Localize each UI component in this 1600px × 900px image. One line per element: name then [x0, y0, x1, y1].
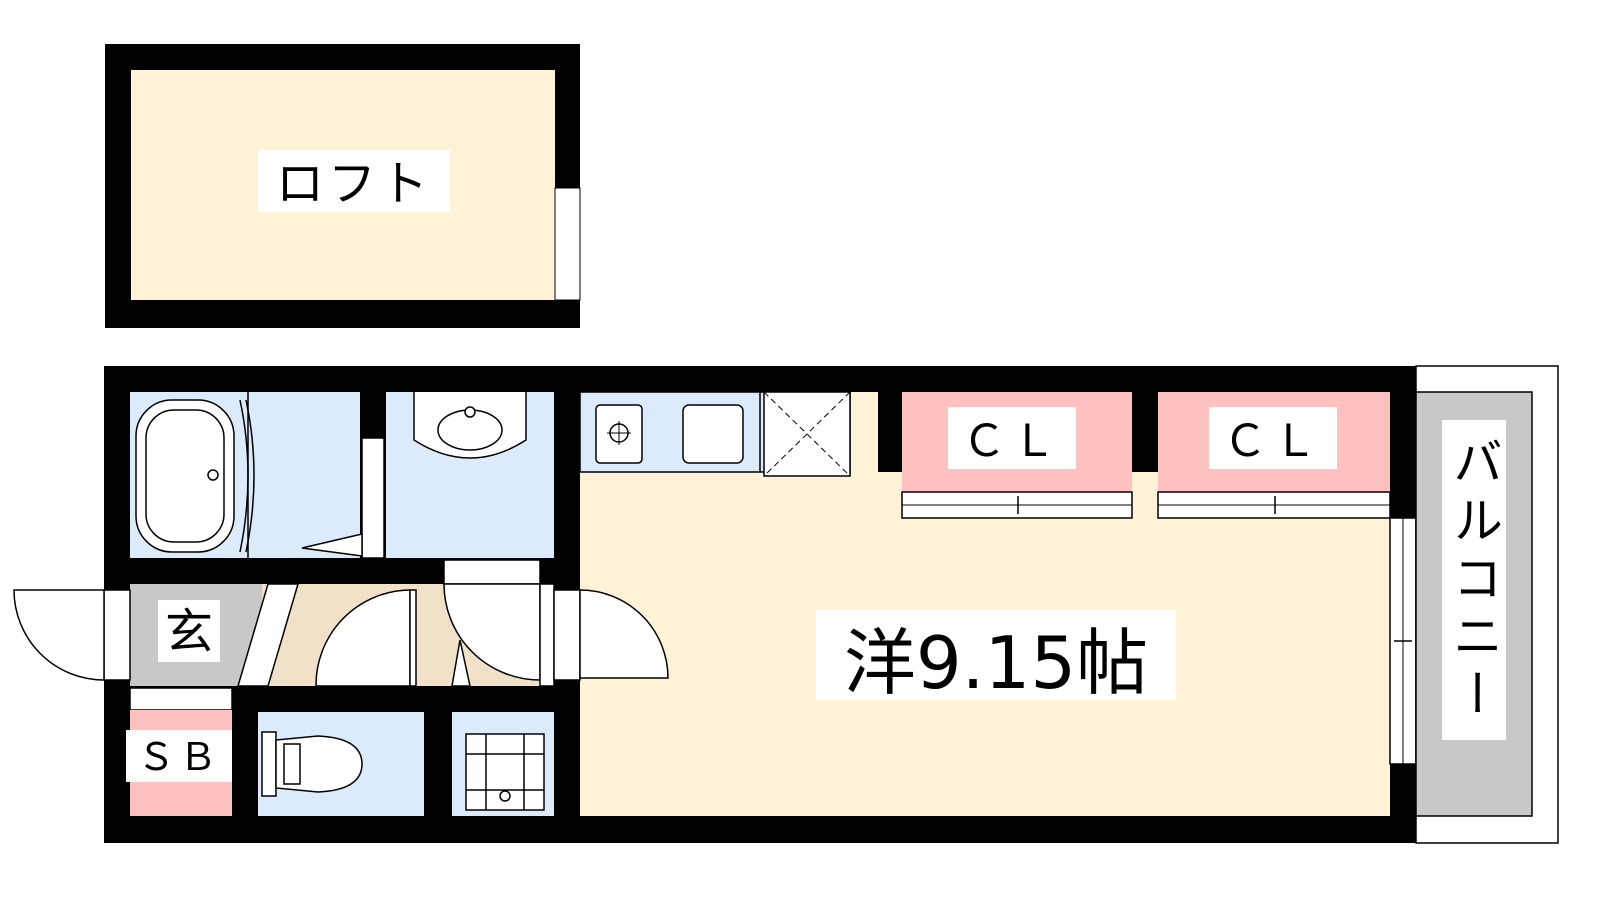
kitchen-sink-icon	[682, 404, 744, 464]
bathtub-inner	[145, 409, 225, 543]
shoe-box: ＳＢ	[126, 687, 233, 816]
bathroom	[130, 392, 360, 558]
balcony-label: バルコニー	[1445, 436, 1503, 726]
room-door	[553, 589, 669, 681]
shoe-box-label-bg	[126, 730, 232, 782]
main-room-floor-upper	[850, 392, 878, 474]
bath-door-swing	[301, 533, 363, 557]
toilet-tank-icon	[261, 731, 277, 797]
toilet-door-swing	[315, 589, 411, 687]
closet-2-label: ＣＬ	[1223, 416, 1323, 467]
bath-door	[361, 437, 385, 559]
balcony-label-bg	[1442, 420, 1506, 740]
loft-area: ロフト	[105, 44, 581, 328]
room-door-swing	[579, 589, 669, 679]
entrance-label: 玄	[165, 604, 213, 660]
laundry-door-swing	[451, 639, 471, 687]
washroom	[386, 392, 554, 558]
kitchen	[579, 391, 851, 477]
main-room-label-bg	[816, 610, 1176, 700]
shoe-box-label: ＳＢ	[137, 735, 221, 779]
laundry-drain-icon	[499, 790, 511, 802]
main-room-label-group: 洋9.15帖	[816, 610, 1176, 705]
laundry-space	[452, 712, 554, 816]
shoe-box-front	[129, 687, 233, 711]
washroom-door-swing	[443, 583, 541, 681]
entrance: 玄	[130, 583, 300, 687]
closet-1-label: ＣＬ	[962, 416, 1062, 467]
corridor-door-top	[443, 559, 541, 585]
main-room-label: 洋9.15帖	[844, 621, 1148, 705]
bathtub-icon	[135, 399, 235, 553]
closets: ＣＬ ＣＬ	[901, 392, 1391, 519]
closet-1-label-bg	[948, 407, 1076, 469]
loft-opening	[554, 187, 581, 301]
toilet-room	[258, 712, 424, 816]
balcony-window	[1389, 517, 1417, 765]
entrance-label-bg	[158, 600, 220, 662]
room-door-jamb	[553, 589, 581, 681]
balcony: バルコニー	[1415, 365, 1559, 844]
loft-label-bg	[258, 150, 450, 212]
bath-wall-stub	[360, 392, 384, 438]
corridor	[232, 559, 555, 687]
loft-label: ロフト	[276, 156, 432, 212]
closet-2-label-bg	[1209, 407, 1337, 469]
front-door-swing	[13, 589, 105, 681]
entrance-step	[236, 583, 300, 687]
drain-icon	[207, 469, 219, 481]
front-door-jamb	[103, 589, 131, 681]
front-door	[13, 589, 131, 681]
